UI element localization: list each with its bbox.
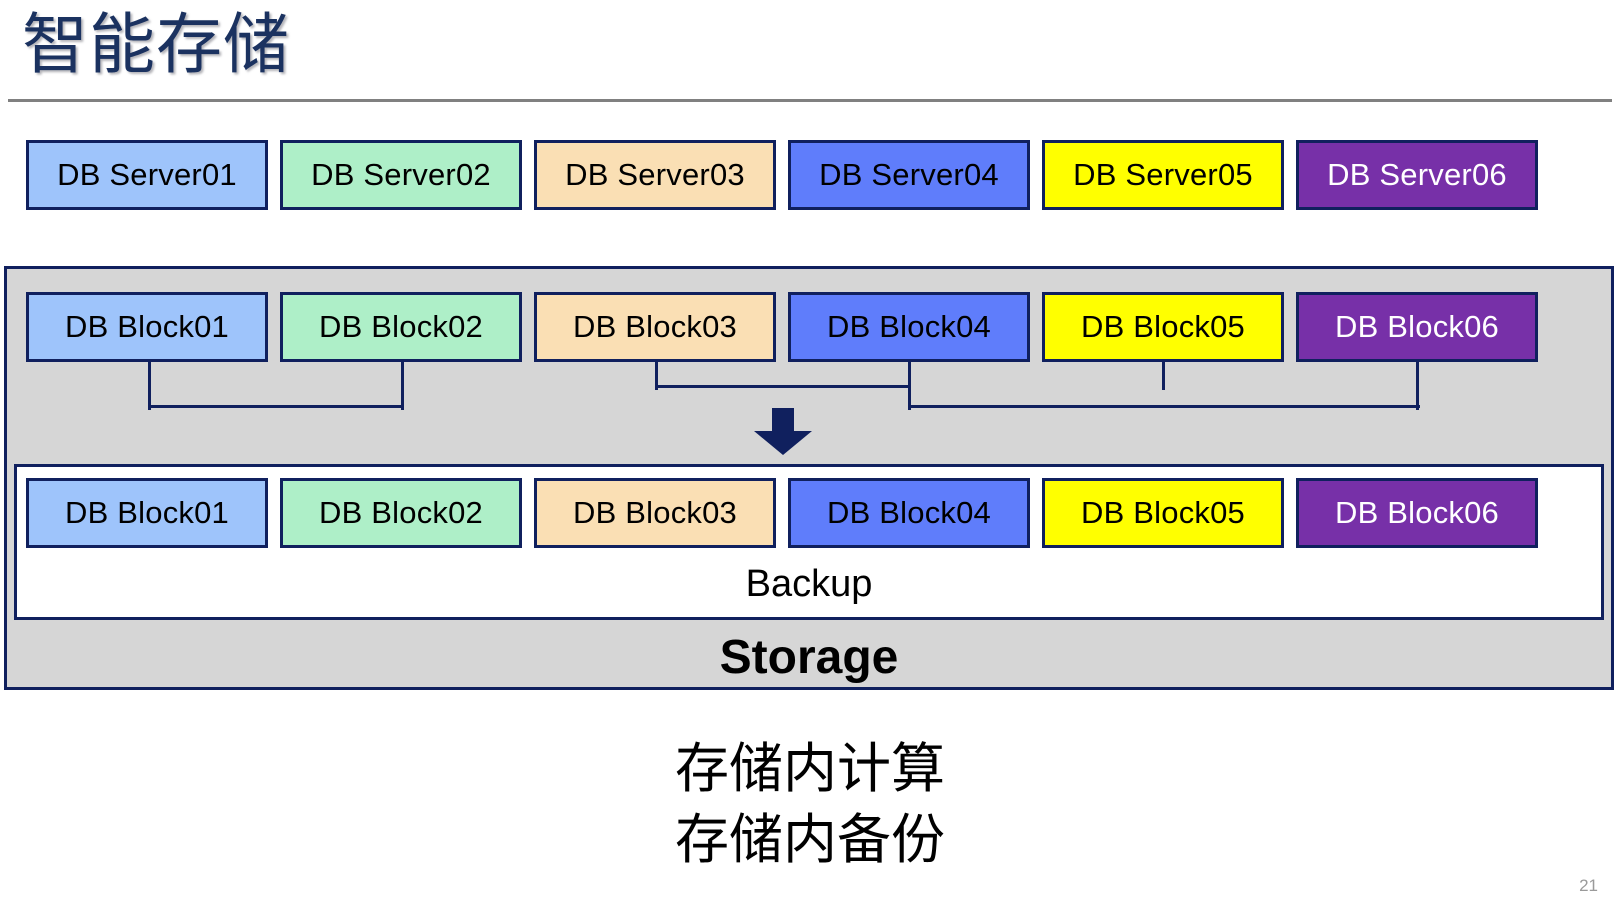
db-server-box-6[interactable]: DB Server06 bbox=[1296, 140, 1538, 210]
db-backup-block-box-label: DB Block02 bbox=[319, 495, 483, 530]
db-backup-block-box-label: DB Block04 bbox=[827, 495, 991, 530]
db-backup-block-box-label: DB Block01 bbox=[65, 495, 229, 530]
db-block-box-1[interactable]: DB Block01 bbox=[26, 292, 268, 362]
db-server-box-2[interactable]: DB Server02 bbox=[280, 140, 522, 210]
db-server-box-label: DB Server03 bbox=[565, 157, 745, 192]
page-number: 21 bbox=[1579, 876, 1598, 895]
page-title: 智能存储 bbox=[22, 7, 290, 81]
db-block-box-label: DB Block03 bbox=[573, 309, 737, 344]
connector-line-9 bbox=[1416, 362, 1419, 410]
db-server-box-1[interactable]: DB Server01 bbox=[26, 140, 268, 210]
db-block-box-3[interactable]: DB Block03 bbox=[534, 292, 776, 362]
db-server-box-label: DB Server05 bbox=[1073, 157, 1253, 192]
db-backup-block-box-label: DB Block05 bbox=[1081, 495, 1245, 530]
db-block-box-5[interactable]: DB Block05 bbox=[1042, 292, 1284, 362]
connector-line-4 bbox=[655, 362, 658, 390]
db-block-box-label: DB Block06 bbox=[1335, 309, 1499, 344]
db-server-box-label: DB Server01 bbox=[57, 157, 237, 192]
db-server-box-3[interactable]: DB Server03 bbox=[534, 140, 776, 210]
db-block-box-4[interactable]: DB Block04 bbox=[788, 292, 1030, 362]
db-backup-block-box-1[interactable]: DB Block01 bbox=[26, 478, 268, 548]
storage-label: Storage bbox=[719, 631, 899, 684]
db-block-box-label: DB Block05 bbox=[1081, 309, 1245, 344]
caption-line-1: 存储内计算 bbox=[675, 739, 945, 799]
db-backup-block-box-3[interactable]: DB Block03 bbox=[534, 478, 776, 548]
connector-line-3 bbox=[148, 405, 404, 408]
db-server-box-4[interactable]: DB Server04 bbox=[788, 140, 1030, 210]
db-block-box-2[interactable]: DB Block02 bbox=[280, 292, 522, 362]
db-backup-block-box-label: DB Block06 bbox=[1335, 495, 1499, 530]
connector-line-6 bbox=[908, 362, 911, 410]
connector-line-8 bbox=[1162, 362, 1165, 390]
db-server-box-label: DB Server04 bbox=[819, 157, 999, 192]
caption-block: 存储内计算 存储内备份 bbox=[0, 734, 1620, 877]
connector-line-2 bbox=[401, 362, 404, 410]
db-backup-block-box-2[interactable]: DB Block02 bbox=[280, 478, 522, 548]
db-block-box-label: DB Block04 bbox=[827, 309, 991, 344]
db-backup-block-box-6[interactable]: DB Block06 bbox=[1296, 478, 1538, 548]
backup-label: Backup bbox=[745, 563, 873, 605]
db-backup-block-box-5[interactable]: DB Block05 bbox=[1042, 478, 1284, 548]
db-server-box-label: DB Server02 bbox=[311, 157, 491, 192]
connector-line-7 bbox=[908, 405, 1420, 408]
caption-line-2: 存储内备份 bbox=[675, 810, 945, 871]
title-divider bbox=[8, 99, 1612, 102]
db-backup-block-box-label: DB Block03 bbox=[573, 495, 737, 530]
connector-line-1 bbox=[148, 362, 151, 410]
db-block-box-label: DB Block01 bbox=[65, 309, 229, 344]
db-server-box-label: DB Server06 bbox=[1327, 157, 1507, 192]
down-arrow-icon bbox=[754, 408, 812, 455]
db-block-box-label: DB Block02 bbox=[319, 309, 483, 344]
db-backup-block-box-4[interactable]: DB Block04 bbox=[788, 478, 1030, 548]
db-block-box-6[interactable]: DB Block06 bbox=[1296, 292, 1538, 362]
db-server-box-5[interactable]: DB Server05 bbox=[1042, 140, 1284, 210]
connector-line-5 bbox=[655, 385, 911, 388]
